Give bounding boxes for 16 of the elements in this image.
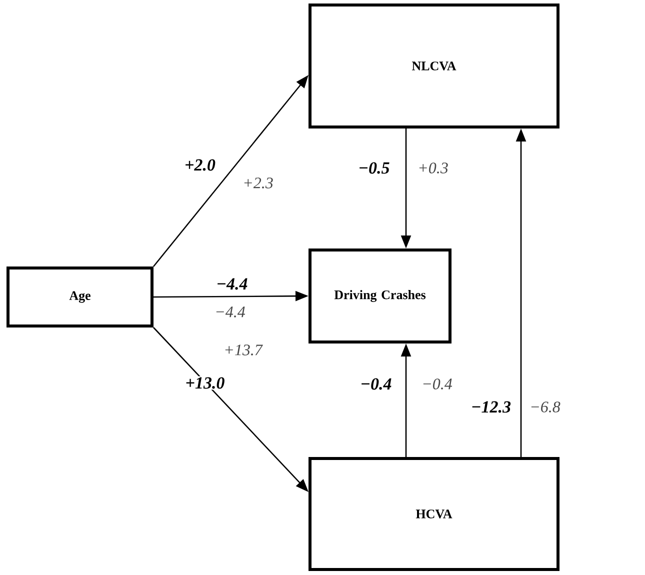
coefficient-label: −0.5 (357, 161, 391, 175)
coefficient-label: +2.3 (242, 176, 274, 190)
coefficient-label: +2.0 (184, 158, 216, 172)
coefficient-label: +0.3 (416, 162, 450, 174)
coefficient-label: −0.4 (420, 378, 454, 390)
coefficient-label: −4.4 (214, 306, 246, 318)
coefficient-label: −12.3 (470, 400, 512, 414)
coefficient-label: −6.8 (528, 400, 562, 414)
coefficient-label: −4.4 (215, 277, 249, 291)
coefficient-label: +13.0 (184, 376, 226, 390)
variable-box: Driving Crashes (308, 248, 452, 344)
variable-box: NLCVA (308, 4, 560, 128)
variable-box: Age (6, 266, 154, 328)
coefficient-label: +13.7 (222, 344, 264, 356)
coefficient-label: −0.4 (359, 377, 393, 391)
variable-box: HCVA (308, 457, 560, 571)
